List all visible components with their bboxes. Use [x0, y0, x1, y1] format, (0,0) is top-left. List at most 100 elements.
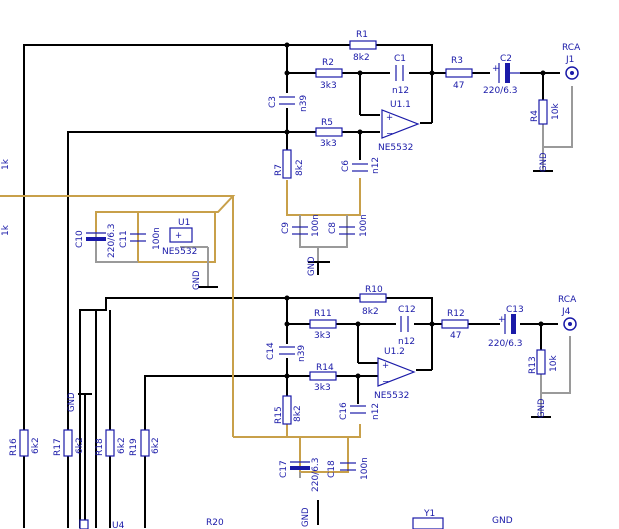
svg-text:+: +: [386, 113, 393, 123]
label-c14-ref: C14: [266, 342, 276, 360]
label-gnd-j1: GND: [539, 152, 549, 172]
label-u1-part: NE5532: [162, 247, 197, 257]
label-r19-value: 6k2: [151, 437, 161, 454]
label-r20: R20: [206, 518, 224, 528]
label-c13-plus: +: [498, 315, 506, 325]
wires-supply: [0, 178, 361, 473]
label-r14-ref: R14: [316, 363, 334, 373]
label-c6-ref: C6: [341, 160, 351, 172]
ground-symbols: [78, 170, 553, 528]
capacitor-c13: [504, 314, 516, 334]
label-r11-value: 3k3: [314, 331, 331, 341]
opamp-u1-1: +−: [381, 109, 420, 139]
label-r12-value: 47: [450, 331, 461, 341]
wires-ground: [95, 86, 573, 478]
wires-black: [23, 44, 560, 528]
capacitor-c12: [400, 316, 409, 332]
label-c10-value: 220/6.3: [107, 223, 117, 258]
resistor-r15: [282, 395, 292, 425]
label-r2-value: 3k3: [320, 81, 337, 91]
label-r4-ref: R4: [530, 110, 540, 122]
label-r5-value: 3k3: [320, 139, 337, 149]
label-r17-ref: R17: [53, 438, 63, 456]
capacitor-c10: [86, 232, 106, 241]
label-r11-ref: R11: [314, 309, 332, 319]
label-r7-value: 8k2: [295, 159, 305, 176]
label-c1-value: n12: [392, 86, 409, 96]
label-c2-ref: C2: [500, 54, 512, 64]
label-r16-value: 6k2: [31, 437, 41, 454]
label-r18-value: 6k2: [117, 437, 127, 454]
opamp-u1-2: +−: [377, 357, 416, 387]
power-ic-u1: +: [169, 227, 193, 243]
label-c11-ref: C11: [119, 230, 129, 248]
label-r3-value: 47: [453, 81, 464, 91]
label-gnd-footer: GND: [492, 516, 513, 526]
label-r4-value: 10k: [551, 103, 561, 120]
label-c14-value: n39: [297, 345, 307, 362]
label-r2-ref: R2: [322, 58, 334, 68]
label-c17-value: 220/6.3: [311, 457, 321, 492]
label-c13-value: 220/6.3: [488, 339, 523, 349]
label-c18-ref: C18: [327, 460, 337, 478]
label-c13-ref: C13: [506, 305, 524, 315]
resistor-r2: [315, 68, 343, 78]
capacitor-c6: [352, 163, 368, 172]
resistor-r5: [315, 127, 343, 137]
resistor-r11: [309, 319, 337, 329]
label-c16-ref: C16: [339, 402, 349, 420]
resistor-r3: [445, 68, 473, 78]
rca-jack-j1: [565, 66, 579, 80]
resistor-r12: [441, 319, 469, 329]
label-c11-value: 100n: [152, 227, 162, 250]
label-r15-value: 8k2: [293, 405, 303, 422]
svg-text:+: +: [382, 361, 389, 371]
label-gnd-c17: GND: [301, 507, 311, 527]
label-edge-2: 1k: [1, 224, 11, 236]
junctions: [284, 42, 546, 379]
label-c3-value: n39: [299, 95, 309, 112]
resistor-r4: [538, 99, 548, 125]
label-c3-ref: C3: [268, 96, 278, 108]
resistor-r7: [282, 149, 292, 179]
label-j1-type: RCA: [562, 43, 581, 53]
label-c16-value: n12: [371, 403, 381, 420]
label-r16-ref: R16: [9, 438, 19, 456]
label-c8-ref: C8: [328, 222, 338, 234]
label-gnd-left: GND: [67, 392, 77, 412]
label-r18-ref: R18: [95, 438, 105, 456]
capacitor-c18: [340, 462, 356, 471]
resistor-r10: [359, 293, 387, 303]
capacitor-c8: [339, 226, 355, 235]
resistor-r17: [63, 429, 73, 457]
label-c12-value: n12: [398, 337, 415, 347]
label-r14-value: 3k3: [314, 383, 331, 393]
label-j4-type: RCA: [558, 295, 577, 305]
label-u12-part: NE5532: [374, 391, 409, 401]
resistor-r19: [140, 429, 150, 457]
svg-text:+: +: [175, 231, 182, 241]
label-c9-ref: C9: [281, 222, 291, 234]
capacitor-c17: [290, 461, 310, 470]
resistor-r16: [19, 429, 29, 457]
label-r3-ref: R3: [451, 56, 463, 66]
label-edge-1: 1k: [1, 158, 11, 170]
label-c17-ref: C17: [279, 460, 289, 478]
label-c8-value: 100n: [359, 214, 369, 237]
resistor-r13: [536, 349, 546, 375]
label-u4: U4: [112, 521, 125, 529]
capacitor-c11: [130, 233, 146, 242]
capacitor-c2: [498, 63, 520, 83]
label-r1-ref: R1: [356, 30, 368, 40]
footer-parts: [79, 517, 444, 529]
label-j1-ref: J1: [565, 55, 574, 65]
label-r13-ref: R13: [528, 356, 538, 374]
label-c2-value: 220/6.3: [483, 86, 518, 96]
label-r5-ref: R5: [321, 118, 333, 128]
label-u11-ref: U1.1: [390, 100, 411, 110]
label-r1-value: 8k2: [353, 53, 370, 63]
label-y1: Y1: [423, 509, 435, 519]
label-c18-value: 100n: [360, 457, 370, 480]
